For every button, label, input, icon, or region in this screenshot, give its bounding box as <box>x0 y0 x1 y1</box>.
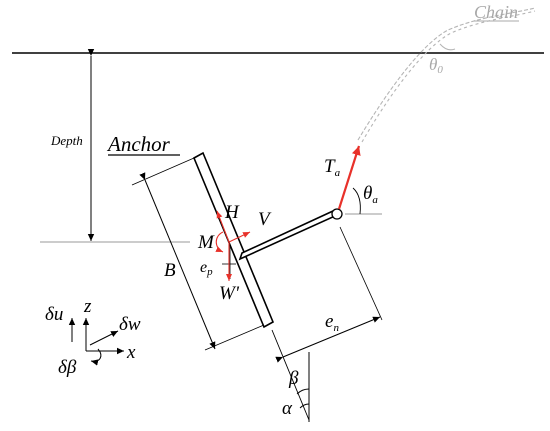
anchor-label: Anchor <box>106 132 171 156</box>
chain-curve <box>357 7 536 143</box>
du-label: δu <box>45 304 63 325</box>
dw-arrow <box>89 330 119 346</box>
h-force-arrow <box>216 210 230 243</box>
coordinate-system <box>68 318 124 366</box>
theta0-arc <box>439 43 456 51</box>
en-extension <box>339 226 383 321</box>
m-moment-arc <box>215 231 224 253</box>
dbeta-label: δβ <box>58 357 77 378</box>
en-label: en <box>325 311 339 334</box>
depth-label: Depth <box>50 133 83 148</box>
chain-label: Chain <box>474 2 518 22</box>
h-label: H <box>224 202 240 223</box>
v-label: V <box>258 209 272 230</box>
m-label: M <box>197 232 215 253</box>
anchor-shank <box>238 209 337 261</box>
beta-label: β <box>288 368 299 389</box>
theta0-label: θ0 <box>429 55 443 76</box>
ta-label: Ta <box>324 156 341 179</box>
ep-label: ep <box>200 259 213 278</box>
alpha-arc <box>299 403 310 409</box>
alpha-label: α <box>282 398 293 419</box>
b-label: B <box>164 260 176 281</box>
ta-force-arrow <box>337 145 361 210</box>
v-force-arrow <box>228 231 251 243</box>
dbeta-arc <box>90 348 102 366</box>
en-dimension <box>275 316 381 363</box>
theta-a-arc <box>352 187 361 215</box>
z-label: z <box>83 296 92 317</box>
b-dimension <box>139 172 216 350</box>
b-extension-top <box>131 157 195 186</box>
w-label: W' <box>219 283 240 304</box>
theta-a-label: θa <box>363 183 378 206</box>
padeye <box>331 208 343 220</box>
x-label: x <box>126 342 136 363</box>
dw-label: δw <box>119 314 141 335</box>
beta-arc <box>296 388 310 395</box>
